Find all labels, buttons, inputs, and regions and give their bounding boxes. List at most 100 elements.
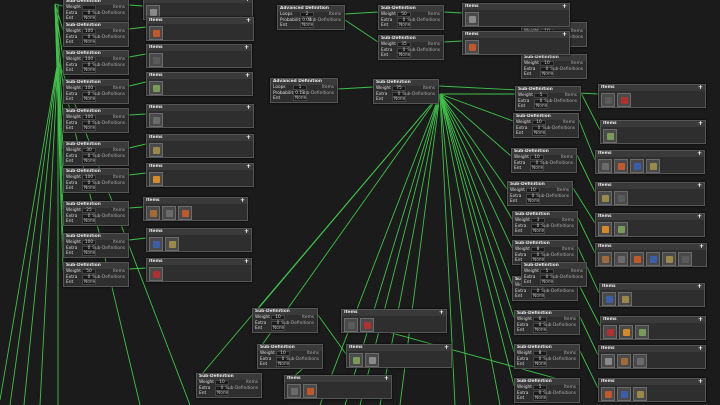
items-node[interactable]: Items+ (146, 258, 252, 282)
items-node[interactable]: Items+ (462, 3, 570, 27)
enum-select[interactable]: None (534, 104, 548, 110)
items-node[interactable]: Items+ (143, 197, 248, 221)
item-thumbnail[interactable] (598, 191, 612, 205)
field-input[interactable]: 0 (82, 62, 96, 68)
field-input[interactable]: 0 (82, 34, 96, 40)
add-item-button[interactable]: + (245, 17, 251, 24)
enum-select[interactable]: None (215, 391, 229, 397)
add-item-button[interactable]: + (697, 345, 703, 352)
field-input[interactable]: 1 (293, 85, 307, 90)
enum-select[interactable]: None (531, 294, 545, 300)
enum-select[interactable]: None (82, 16, 96, 22)
add-item-button[interactable]: + (696, 150, 702, 157)
field-input[interactable]: 50 (397, 12, 411, 17)
field-input[interactable]: 0 (82, 213, 96, 219)
items-node[interactable]: Items+ (146, 72, 253, 96)
items-node[interactable]: Items+ (599, 283, 705, 307)
add-item-button[interactable]: + (245, 104, 251, 111)
items-node[interactable]: Items+ (346, 344, 452, 368)
enum-select[interactable]: None (82, 280, 96, 286)
add-item-button[interactable]: + (245, 134, 251, 141)
field-input[interactable]: 0 (531, 223, 545, 229)
add-item-button[interactable]: + (245, 0, 250, 3)
field-input[interactable]: 0 (530, 160, 544, 166)
add-item-button[interactable]: + (696, 182, 702, 189)
item-thumbnail[interactable] (360, 318, 374, 332)
enum-select[interactable]: None (533, 328, 547, 334)
field-input[interactable]: 2 (300, 12, 314, 17)
field-input[interactable]: 0 (533, 356, 547, 362)
item-thumbnail[interactable] (149, 26, 163, 40)
items-node[interactable]: Items+ (143, 0, 253, 20)
field-input[interactable]: 0 (532, 125, 546, 131)
items-node[interactable]: Items+ (600, 120, 706, 144)
field-input[interactable]: 100 (82, 240, 96, 245)
field-input[interactable]: 0 (82, 153, 96, 159)
items-node[interactable]: Items+ (595, 182, 705, 206)
add-item-button[interactable]: + (383, 375, 389, 382)
field-input[interactable]: 6 (533, 317, 547, 322)
item-thumbnail[interactable] (598, 222, 612, 236)
item-thumbnail[interactable] (162, 206, 176, 220)
field-input[interactable]: 35 (397, 42, 411, 47)
add-item-button[interactable]: + (243, 228, 249, 235)
field-input[interactable]: 100 (82, 175, 96, 180)
add-item-button[interactable]: + (696, 213, 702, 220)
field-input[interactable]: 0 (82, 180, 96, 186)
item-thumbnail[interactable] (601, 387, 615, 401)
item-thumbnail[interactable] (614, 252, 628, 266)
enum-select[interactable]: None (300, 23, 314, 29)
enum-select[interactable]: None (531, 229, 545, 235)
items-node[interactable]: Items+ (146, 104, 254, 128)
item-thumbnail[interactable] (349, 353, 363, 367)
items-node[interactable]: Items+ (146, 228, 252, 252)
item-thumbnail[interactable] (630, 159, 644, 173)
item-thumbnail[interactable] (614, 191, 628, 205)
field-input[interactable]: 0 (82, 10, 96, 16)
field-input[interactable]: 3 (531, 218, 545, 223)
field-input[interactable]: 0 (531, 288, 545, 294)
item-thumbnail[interactable] (146, 5, 160, 19)
field-input[interactable]: 25 (82, 208, 96, 213)
enum-select[interactable]: None (392, 97, 406, 103)
item-thumbnail[interactable] (165, 237, 179, 251)
field-input[interactable]: 10 (526, 188, 540, 193)
field-input[interactable]: 0 (271, 320, 285, 326)
field-input[interactable]: 8 (531, 247, 545, 252)
item-thumbnail[interactable] (678, 252, 692, 266)
field-input[interactable]: 0 (534, 98, 548, 104)
enum-select[interactable]: None (397, 23, 411, 29)
item-thumbnail[interactable] (635, 325, 649, 339)
enum-select[interactable]: None (293, 96, 307, 102)
item-thumbnail[interactable] (365, 353, 379, 367)
items-node[interactable]: Items+ (600, 316, 706, 340)
field-input[interactable]: 10 (271, 315, 285, 320)
items-node[interactable]: Items+ (146, 163, 254, 187)
add-item-button[interactable]: + (561, 3, 567, 10)
enum-select[interactable]: None (276, 362, 290, 368)
item-thumbnail[interactable] (633, 354, 647, 368)
item-thumbnail[interactable] (602, 292, 616, 306)
item-thumbnail[interactable] (287, 384, 301, 398)
items-node[interactable]: Items+ (598, 84, 706, 108)
item-thumbnail[interactable] (303, 384, 317, 398)
field-input[interactable]: 0 (526, 193, 540, 199)
item-thumbnail[interactable] (149, 172, 163, 186)
field-input[interactable]: 100 (82, 57, 96, 62)
add-item-button[interactable]: + (698, 243, 704, 250)
item-thumbnail[interactable] (633, 387, 647, 401)
field-input[interactable]: 0 (392, 91, 406, 97)
add-item-button[interactable]: + (561, 31, 567, 38)
enum-select[interactable]: None (82, 219, 96, 225)
items-node[interactable]: Items+ (341, 309, 447, 333)
enum-select[interactable]: None (271, 326, 285, 332)
field-input[interactable]: 0 (82, 120, 96, 126)
field-input[interactable]: 5 (534, 93, 548, 98)
